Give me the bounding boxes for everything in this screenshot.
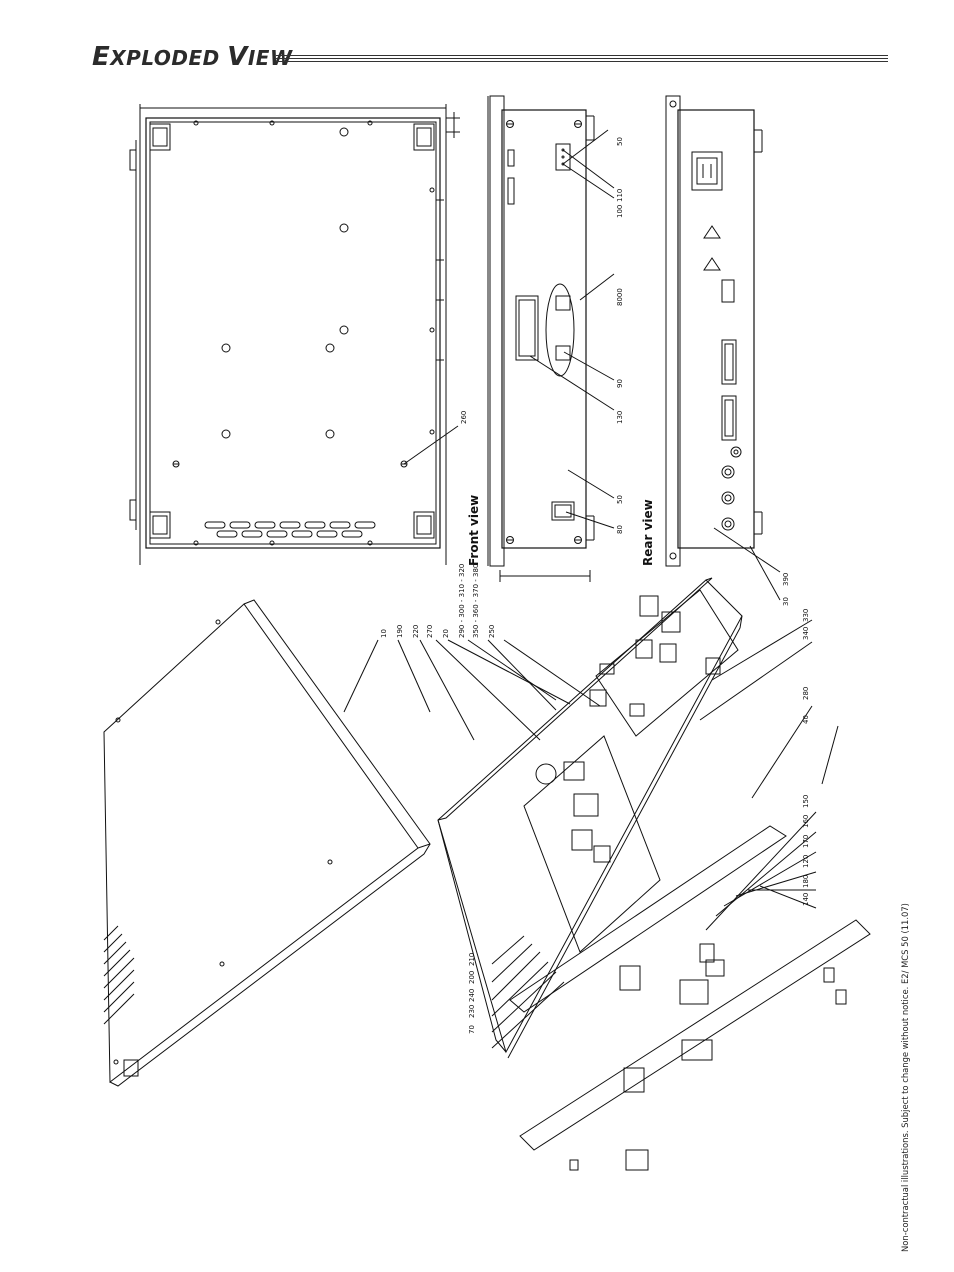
callout-330: 330 [802, 609, 810, 622]
page-title: EXPLODED VIEW [92, 42, 293, 72]
callout-340: 340 [802, 627, 810, 640]
callout-190: 190 [396, 625, 404, 638]
title-rule [276, 55, 888, 56]
callout-210: 210 [468, 953, 476, 966]
callout-10: 10 [380, 629, 388, 638]
callout-220: 220 [412, 625, 420, 638]
callout-240: 240 [468, 989, 476, 1002]
callout-100: 100 [616, 205, 624, 218]
rear-view [665, 95, 781, 601]
callout-170: 170 [802, 835, 810, 848]
callout-150: 150 [802, 795, 810, 808]
callout-160: 160 [802, 815, 810, 828]
callout-8000: 8000 [616, 288, 624, 306]
callout-180: 180 [802, 875, 810, 888]
callout-250: 250 [488, 625, 496, 638]
callout-120: 120 [802, 855, 810, 868]
callout-390: 390 [782, 573, 790, 586]
title-rule [276, 61, 888, 62]
callout-50-top: 50 [616, 137, 624, 146]
footnote: Non-contractual illustrations. Subject t… [900, 903, 910, 1252]
callout-140: 140 [802, 893, 810, 906]
callout-350-380: 350 - 360 - 370 - 380 [472, 564, 480, 638]
top-view: 260 [129, 104, 468, 565]
callout-30: 30 [782, 597, 790, 606]
exploded-view [103, 577, 871, 1171]
callout-290-320: 290 - 300 - 310 - 320 [458, 564, 466, 638]
callout-80: 80 [616, 525, 624, 534]
callout-270: 270 [426, 625, 434, 638]
callout-200: 200 [468, 971, 476, 984]
callout-260: 260 [460, 411, 468, 424]
front-view-label: Front view [467, 495, 481, 566]
callout-280: 280 [802, 687, 810, 700]
title-rule [276, 58, 888, 59]
rear-view-label: Rear view [641, 499, 655, 566]
callout-110: 110 [616, 189, 624, 202]
front-view [487, 95, 615, 582]
callout-50-bottom: 50 [616, 495, 624, 504]
page-header: EXPLODED VIEW [92, 42, 888, 72]
callout-130: 130 [616, 411, 624, 424]
callout-20: 20 [442, 629, 450, 638]
callout-40: 40 [802, 715, 810, 724]
callout-70: 70 [468, 1025, 476, 1034]
callout-90: 90 [616, 379, 624, 388]
callout-230: 230 [468, 1005, 476, 1018]
